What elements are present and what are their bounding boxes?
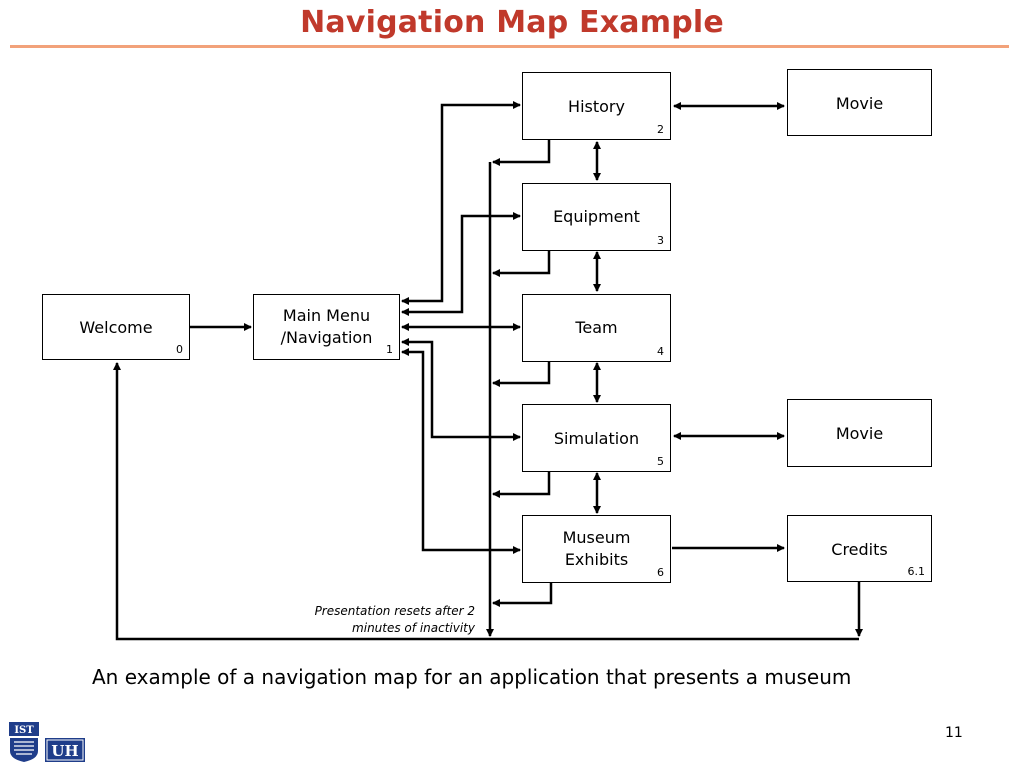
node-number: 6 [657,566,664,579]
node-welcome: Welcome 0 [42,294,190,360]
edge-simulation-return [492,472,551,498]
node-history: History 2 [522,72,671,140]
node-credits: Credits 6.1 [787,515,932,582]
svg-text:UH: UH [51,742,78,760]
ist-studies-logo: IST [8,721,40,763]
node-equipment: Equipment 3 [522,183,671,251]
node-label: Movie [835,424,884,443]
node-simulation: Simulation 5 [522,404,671,472]
edge-history-return [492,140,551,166]
node-label: Simulation [553,429,640,448]
node-number: 1 [386,343,393,356]
node-main-menu: Main Menu /Navigation 1 [253,294,400,360]
node-label: Welcome [79,318,153,337]
node-number: 0 [176,343,183,356]
node-team: Team 4 [522,294,671,362]
node-number: 4 [657,345,664,358]
node-label: Team [575,318,618,337]
node-label: History [568,97,625,116]
node-label: Equipment [553,207,640,226]
node-museum-exhibits: Museum Exhibits 6 [522,515,671,583]
node-label: Credits [831,540,888,559]
node-label: Movie [835,94,884,113]
svg-text:IST: IST [14,725,34,736]
edge-equipment-return [492,251,551,277]
node-number: 2 [657,123,664,136]
slide-title: Navigation Map Example [300,5,724,40]
title-divider [10,45,1009,48]
node-number: 6.1 [907,565,926,578]
node-movie-history: Movie [787,69,932,136]
edge-team-return [492,362,551,387]
edge-reset-to-welcome [113,362,859,641]
reset-annotation: Presentation resets after 2 minutes of i… [314,604,475,635]
node-movie-simulation: Movie [787,399,932,467]
node-label: Museum Exhibits [562,528,631,569]
node-label: Main Menu /Navigation [280,306,373,347]
node-number: 3 [657,234,664,247]
edge-museum-return [492,583,553,607]
edge-main-menu-equipment [401,212,521,316]
uh-logo: UH [44,737,86,763]
edge-main-menu-simulation [401,338,521,441]
page-number: 11 [945,725,963,741]
node-number: 5 [657,455,664,468]
slide-caption: An example of a navigation map for an ap… [92,665,852,689]
edge-main-menu-museum [401,348,521,554]
